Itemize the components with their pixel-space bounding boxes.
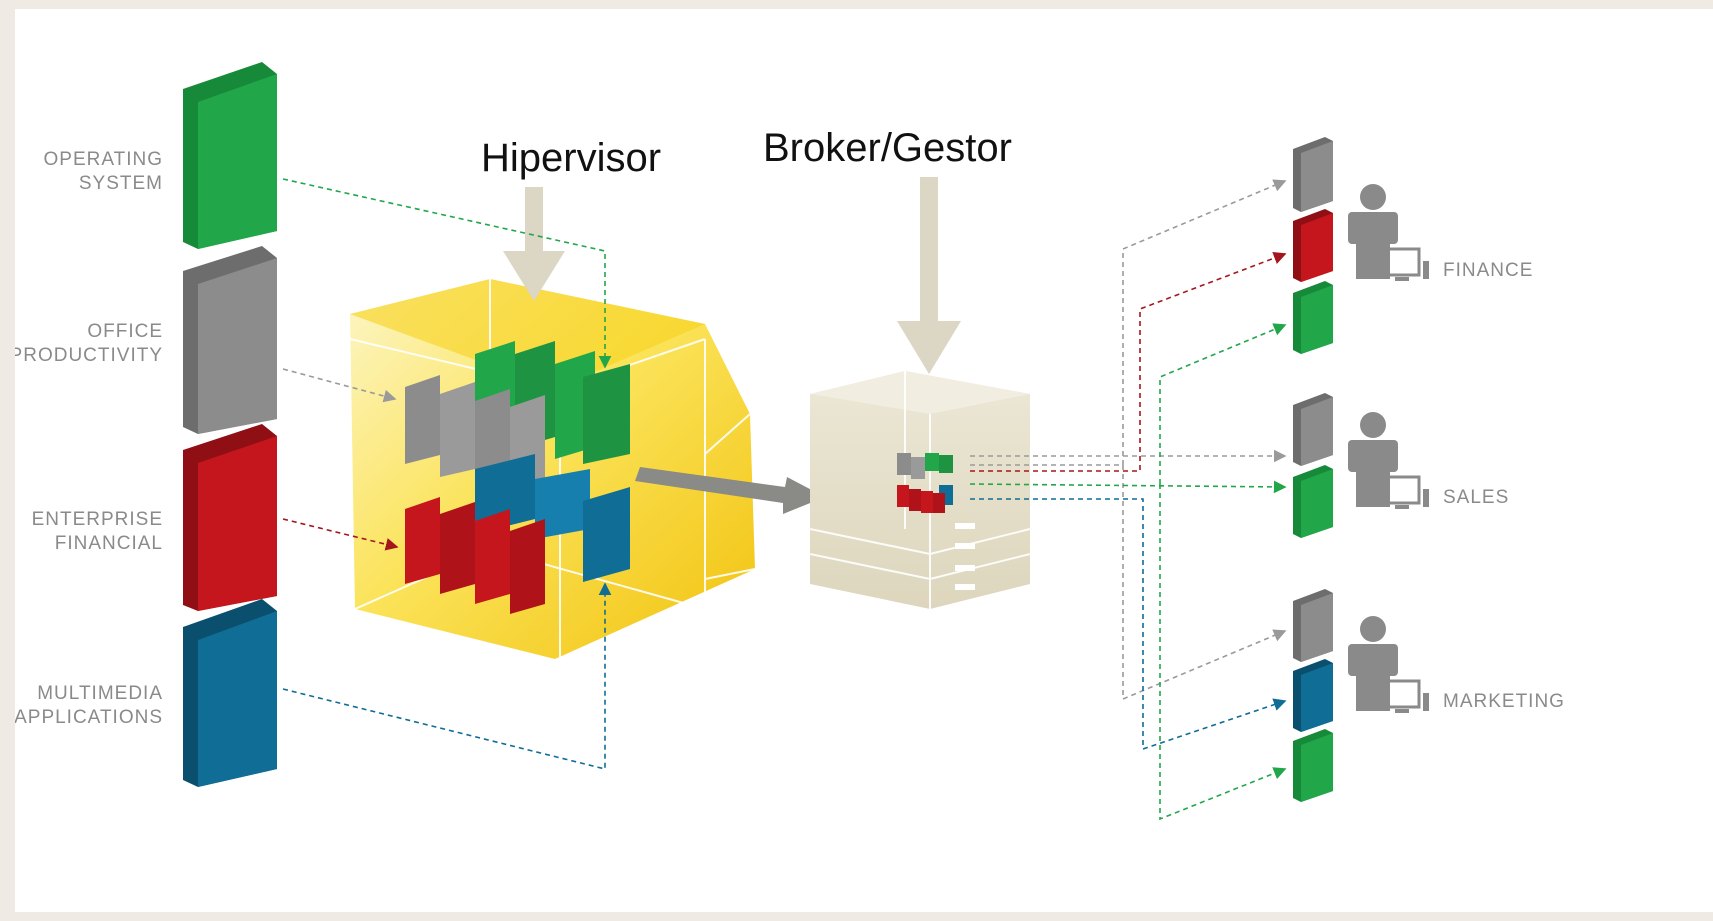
source-box-operating-system [183,62,277,249]
svg-text:OFFICE: OFFICE [87,321,163,342]
finance-user-icon [1348,184,1429,281]
source-box-office-productivity [183,246,277,434]
hypervisor-red-blocks [405,497,545,614]
svg-text:MULTIMEDIA: MULTIMEDIA [37,683,163,704]
source-label-enterprise-financial: ENTERPRISE FINANCIAL [32,509,163,554]
marketing-user-icon [1348,616,1429,713]
hypervisor-blue-blocks [475,454,630,582]
source-label-office-productivity: OFFICE PRODUCTIVITY [15,321,163,366]
hypervisor-input-arrow [503,187,565,301]
source-box-multimedia-applications [183,599,277,787]
broker-input-arrow [897,177,961,374]
source-box-enterprise-financial [183,424,277,611]
svg-text:OPERATING: OPERATING [44,149,164,170]
diagram-canvas: OPERATING SYSTEM OFFICE PRODUCTIVITY ENT… [15,9,1713,912]
broker-title: Broker/Gestor [763,126,1012,170]
source-label-operating-system: OPERATING SYSTEM [44,149,164,194]
sales-app-stack [1293,393,1333,538]
svg-text:PRODUCTIVITY: PRODUCTIVITY [15,345,163,366]
marketing-app-stack [1293,589,1333,802]
svg-text:FINANCIAL: FINANCIAL [55,533,163,554]
source-label-multimedia-applications: MULTIMEDIA APPLICATIONS [15,683,163,728]
svg-text:ENTERPRISE: ENTERPRISE [32,509,163,530]
source-to-hypervisor-flows [282,178,612,771]
hypervisor-to-broker-arrow [635,467,825,514]
department-label-sales: SALES [1443,487,1509,508]
finance-app-stack [1293,137,1333,354]
virtualization-diagram: OPERATING SYSTEM OFFICE PRODUCTIVITY ENT… [15,62,1565,821]
svg-text:APPLICATIONS: APPLICATIONS [15,707,163,728]
hypervisor-title: Hipervisor [481,136,661,180]
broker-to-department-flows [969,179,1287,821]
hypervisor-gray-blocks [405,375,545,499]
department-label-marketing: MARKETING [1443,691,1565,712]
svg-text:SYSTEM: SYSTEM [79,173,163,194]
department-label-finance: FINANCE [1443,260,1533,281]
hypervisor-cube [349,279,756,659]
broker-server [809,371,1031,609]
sales-user-icon [1348,412,1429,509]
